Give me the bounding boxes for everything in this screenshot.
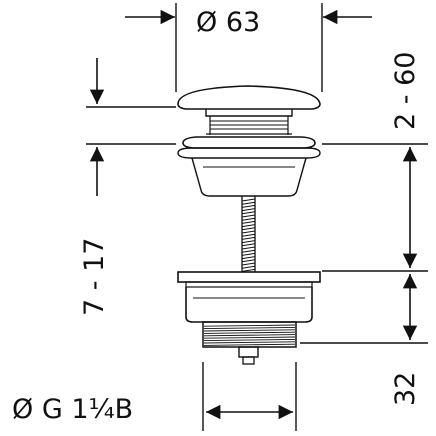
stroke-range-label: 2 - 60 (390, 52, 421, 130)
threaded-nipple (202, 321, 297, 348)
lower-body (177, 271, 321, 323)
left-dimension: 7 - 17 (79, 58, 176, 316)
thread-label: Ø G 1¼B (12, 394, 133, 425)
threaded-rod (241, 196, 256, 272)
top-diameter-dimension: Ø 63 (125, 3, 372, 92)
bottom-stem (238, 346, 259, 365)
upper-flange (177, 136, 321, 197)
bottom-height-label: 32 (390, 372, 421, 406)
right-dimension: 2 - 60 32 (300, 52, 428, 406)
top-diameter-label: Ø 63 (196, 7, 260, 38)
thread-dimension: Ø G 1¼B (12, 362, 297, 431)
left-range-label: 7 - 17 (79, 238, 110, 316)
cap-neck (205, 109, 293, 135)
drain-cap (177, 85, 321, 110)
